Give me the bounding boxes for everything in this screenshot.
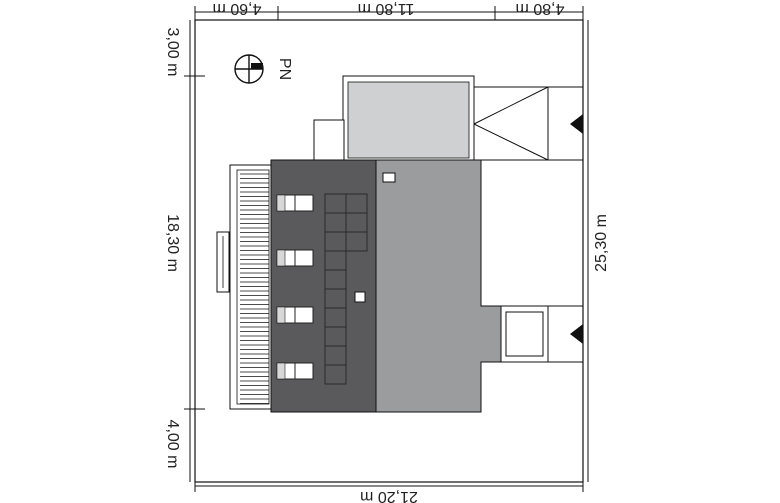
dim-top-1: 4,60 m: [213, 0, 262, 17]
main-roof-medium: [375, 159, 502, 413]
solar-panel: [324, 231, 347, 252]
dim-top-3: 4,80 m: [516, 0, 565, 17]
dim-bottom: 21,20 m: [360, 488, 418, 503]
solar-panel: [324, 212, 347, 233]
solar-panel: [345, 193, 368, 214]
slat-lines: [240, 173, 269, 404]
entrance-arrow-icon: [570, 114, 583, 134]
left-dimension-line: [184, 20, 205, 482]
bottom-dimension-line: [194, 480, 584, 492]
solar-panel: [324, 193, 347, 214]
dim-left-1: 3,00 m: [164, 28, 181, 77]
dim-left-2: 18,30 m: [164, 214, 181, 272]
north-label: PN: [276, 58, 293, 80]
solar-panel: [324, 307, 347, 328]
side-wall: [313, 119, 345, 163]
solar-panel: [324, 345, 347, 366]
solar-panels: [324, 193, 368, 385]
plot-boundary: [194, 19, 584, 483]
vent: [354, 291, 366, 303]
entrance-arrow-icon-2: [570, 324, 583, 344]
solar-panel: [324, 269, 347, 290]
roof-window: [276, 306, 314, 324]
driveway-upper: [473, 86, 583, 161]
solar-panel: [324, 250, 347, 271]
solar-panel: [324, 364, 347, 385]
dim-right: 25,30 m: [593, 214, 610, 272]
solar-panel: [345, 212, 368, 233]
solar-panel: [324, 288, 347, 309]
roof-window: [276, 249, 314, 267]
roof-windows: [276, 194, 314, 380]
north-arrow-icon: [234, 54, 264, 84]
garage-roof: [342, 75, 475, 163]
solar-panel: [324, 326, 347, 347]
top-dimension-line: [194, 6, 584, 20]
chimney: [382, 172, 396, 183]
terrace-slats: [229, 164, 273, 410]
dim-left-3: 4,00 m: [164, 420, 181, 469]
solar-panel: [345, 231, 368, 252]
roof-window: [276, 362, 314, 380]
roof-window: [276, 194, 314, 212]
dim-top-2: 11,80 m: [358, 0, 415, 17]
